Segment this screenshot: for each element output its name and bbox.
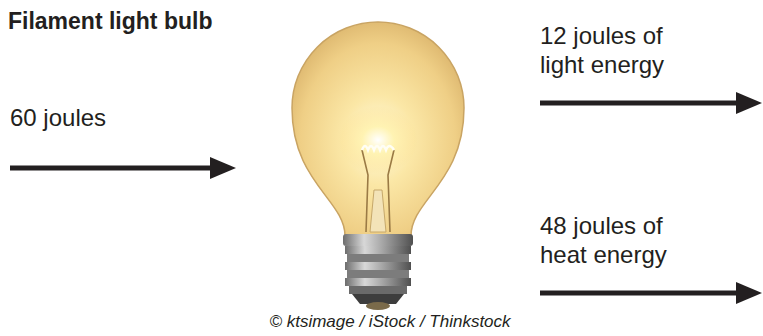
heat-output-arrow <box>540 282 762 304</box>
input-energy-label: 60 joules <box>10 104 230 133</box>
light-output-arrow <box>540 92 762 114</box>
heat-energy-label: 48 joules of heat energy <box>540 212 710 270</box>
light-energy-label: 12 joules of light energy <box>540 22 710 80</box>
image-credit: © ktsimage / iStock / Thinkstock <box>200 312 580 332</box>
input-arrow <box>10 157 236 179</box>
light-bulb-illustration <box>292 22 464 310</box>
diagram-title: Filament light bulb <box>8 8 212 36</box>
